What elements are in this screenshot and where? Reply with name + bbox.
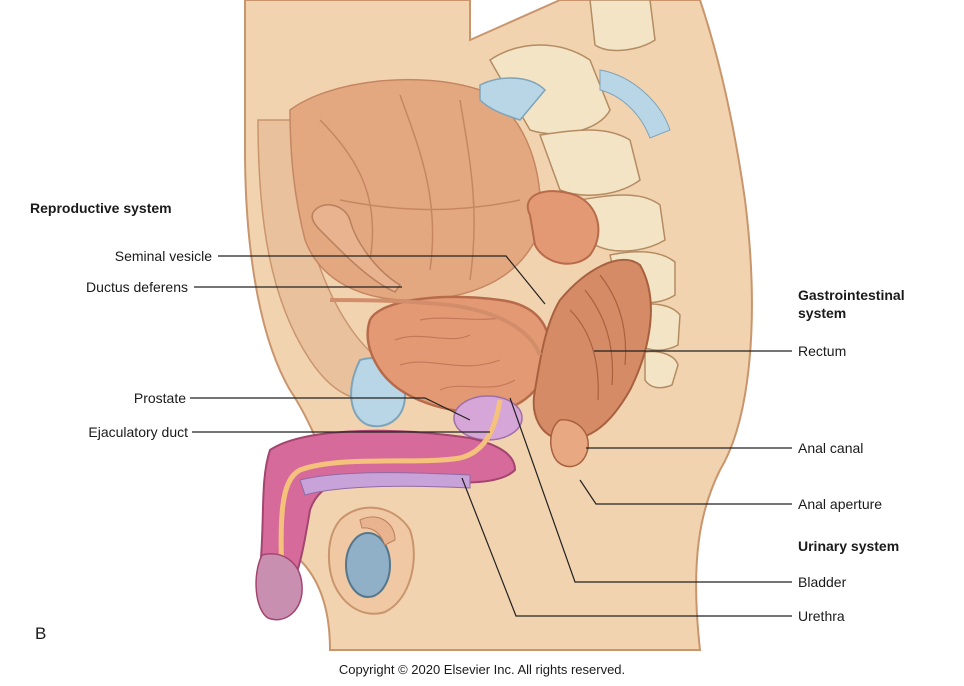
label-prostate: Prostate xyxy=(133,390,186,406)
label-ductus-deferens: Ductus deferens xyxy=(86,279,188,295)
rectum-shape xyxy=(532,259,652,442)
label-seminal-vesicle: Seminal vesicle xyxy=(114,248,212,264)
sigmoid-colon xyxy=(526,190,600,265)
seminal-vesicle-shape xyxy=(311,204,402,293)
copyright-notice: Copyright © 2020 Elsevier Inc. All right… xyxy=(338,662,626,677)
panel-letter: B xyxy=(35,624,47,643)
corpus-spongiosum xyxy=(299,472,471,496)
bladder-wrinkles xyxy=(394,317,516,391)
leader-seminal-vesicle xyxy=(218,255,546,305)
label-bladder: Bladder xyxy=(798,574,847,590)
rectum-folds xyxy=(569,274,627,401)
pelvic-band xyxy=(479,77,547,121)
reproductive-system-heading: Reproductive system xyxy=(30,200,172,216)
leader-urethra xyxy=(461,477,792,617)
leader-bladder xyxy=(509,397,792,583)
anal-canal-shape xyxy=(550,419,589,468)
urinary-system-heading: Urinary system xyxy=(798,538,900,554)
label-anal-aperture: Anal aperture xyxy=(798,496,883,512)
gastrointestinal-system-heading-line2: system xyxy=(798,305,847,321)
label-rectum: Rectum xyxy=(798,343,847,359)
mesentery-folds xyxy=(319,94,521,281)
leader-anal-aperture xyxy=(579,479,792,505)
urethra-shape xyxy=(278,399,503,581)
testis-shape xyxy=(345,532,391,598)
label-urethra: Urethra xyxy=(798,608,845,624)
epididymis-shape xyxy=(359,516,396,546)
label-anal-canal: Anal canal xyxy=(798,440,864,456)
leader-lines xyxy=(190,255,792,617)
label-ejaculatory-duct: Ejaculatory duct xyxy=(88,424,188,440)
glans-shape xyxy=(255,553,303,621)
leader-prostate xyxy=(190,397,471,421)
gastrointestinal-system-heading-line1: Gastrointestinal xyxy=(798,287,905,303)
ductus-deferens-shape xyxy=(329,298,542,356)
